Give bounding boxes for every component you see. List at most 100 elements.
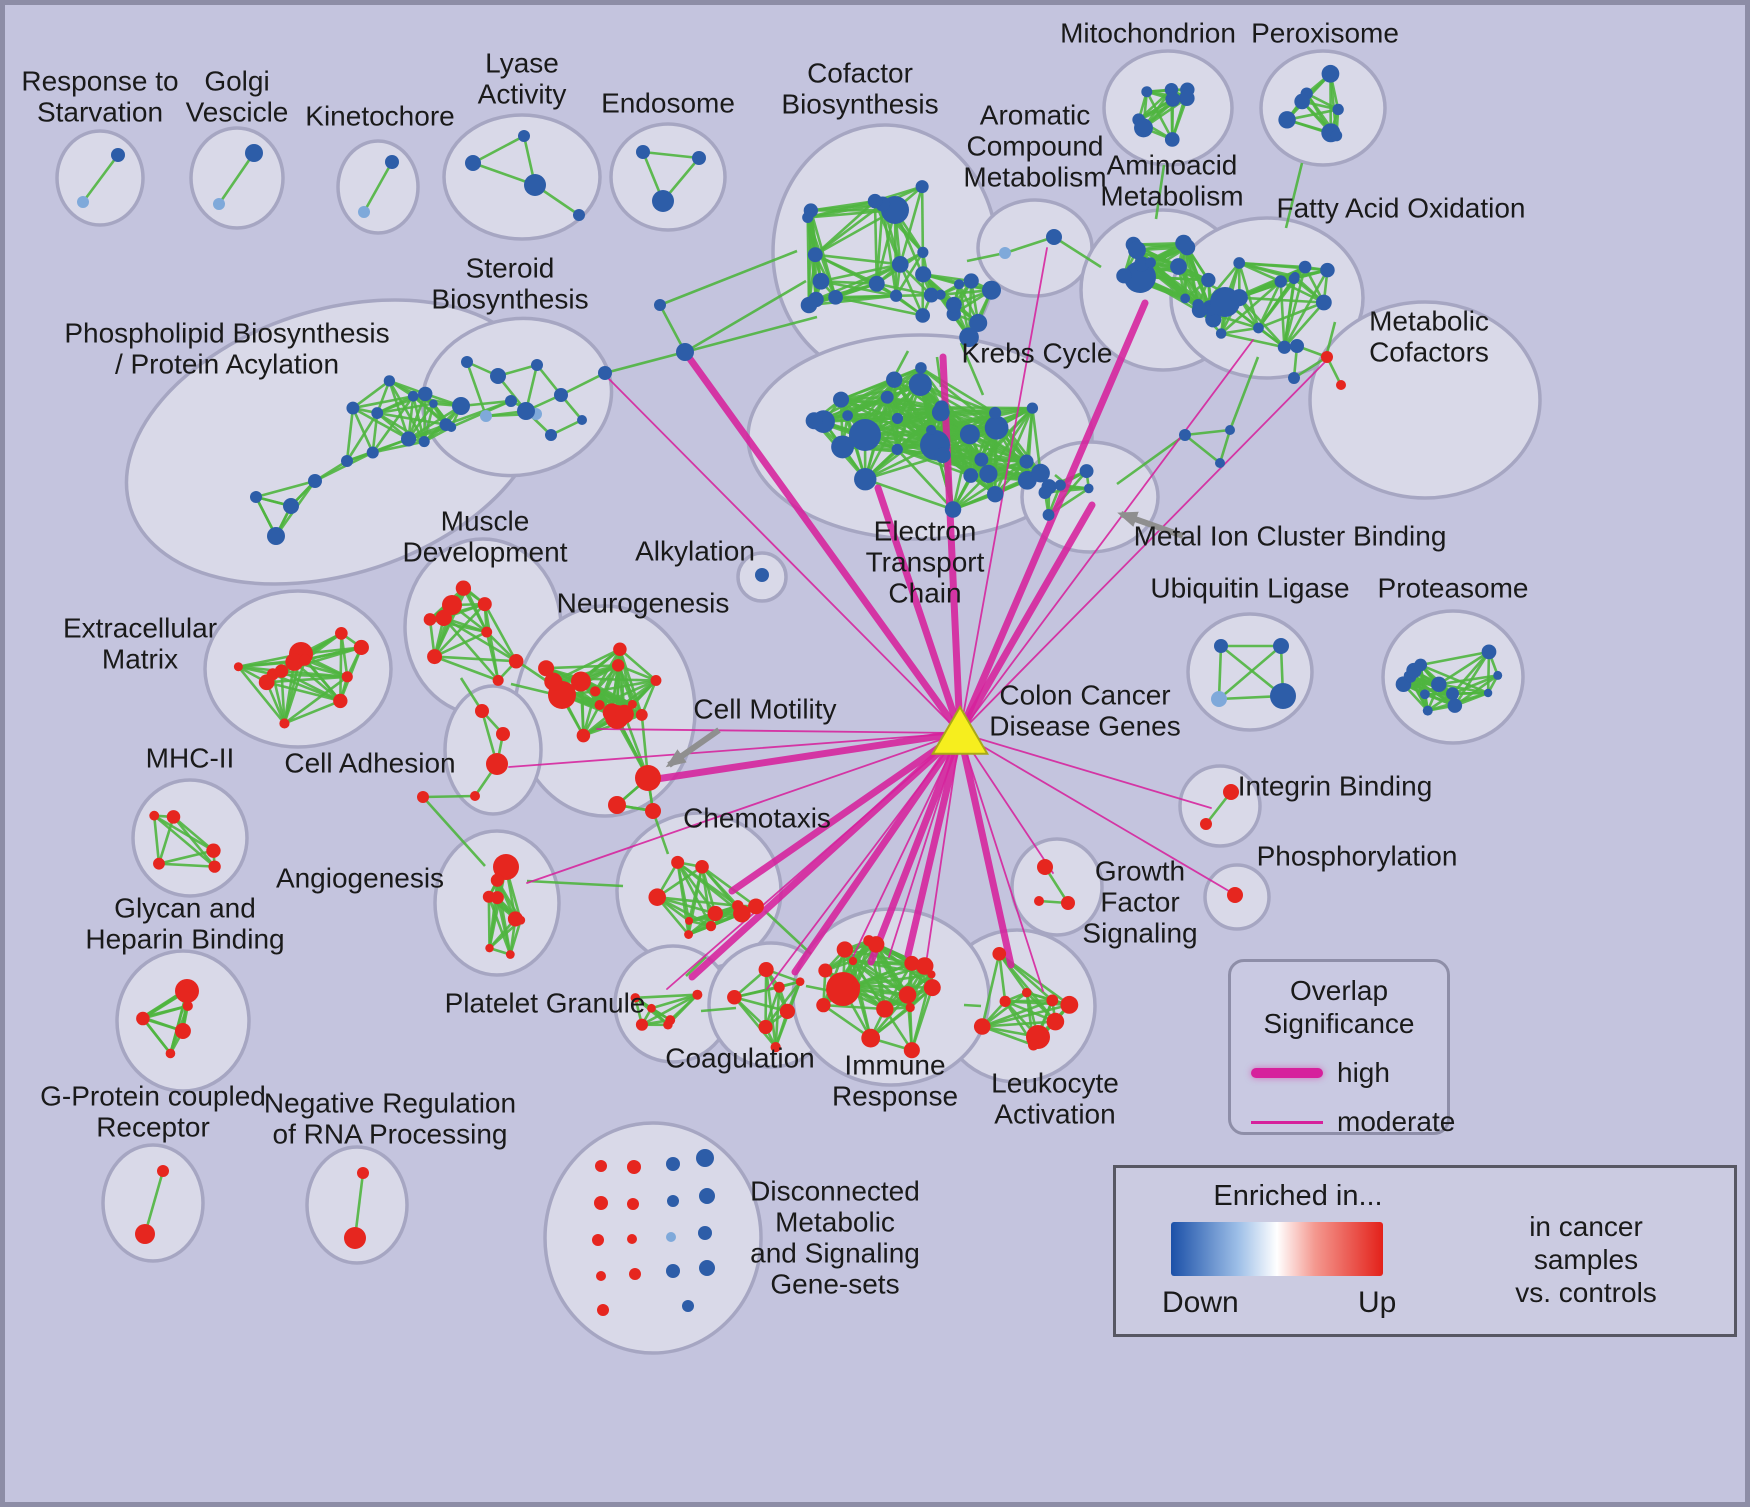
phospholipid-biosynthesis-node	[407, 390, 419, 402]
gene-set-edge	[1283, 278, 1296, 348]
gene-set-edge	[619, 648, 657, 682]
ubiquitin-ligase-node	[1214, 639, 1228, 653]
coagulation-node	[758, 961, 774, 978]
disconnected-gene-sets-label: and Signaling	[750, 1237, 920, 1268]
coagulation-node	[779, 1003, 796, 1019]
peroxisome-ellipse	[1259, 49, 1387, 167]
glycan-heparin-binding-node	[136, 1011, 150, 1026]
gene-set-edge	[898, 186, 924, 265]
pointer-arrow	[665, 727, 721, 768]
ubiquitin-ligase-node	[1270, 683, 1296, 709]
gene-set-edge	[806, 217, 811, 306]
negative-regulation-rna-processing-ellipse	[305, 1145, 409, 1265]
angiogenesis-label: Angiogenesis	[276, 862, 444, 893]
gene-set-edge	[864, 477, 954, 511]
cofactor-biosynthesis-node	[800, 296, 818, 314]
gene-set-edge	[981, 1025, 1034, 1047]
gene-set-edge	[894, 251, 924, 297]
gene-set-edge	[280, 669, 341, 703]
overlap-edge-moderate	[608, 378, 961, 734]
lyase-activity-node	[465, 155, 481, 171]
growth-factor-signaling-label: Factor	[1100, 886, 1179, 917]
fatty-acid-oxidation-node	[1191, 302, 1208, 318]
aminoacid-metabolism-node	[1116, 268, 1132, 284]
leukocyte-activation-label: Activation	[994, 1098, 1115, 1129]
aminoacid-metabolism-node	[1180, 293, 1191, 304]
mitochondrion-node	[1164, 132, 1180, 147]
gene-set-edge	[412, 395, 447, 426]
bridge-edge	[526, 879, 624, 888]
immune-response-node	[861, 1028, 881, 1048]
mitochondrion-node	[1141, 86, 1153, 98]
gene-set-edge	[1257, 301, 1325, 330]
up-label: Up	[1358, 1286, 1397, 1319]
bridge-edge	[684, 279, 807, 354]
proteasome-node	[1446, 687, 1459, 701]
proteasome-node	[1431, 676, 1447, 693]
gene-set-edge	[283, 675, 349, 725]
steroid-biosynthesis-label: Biosynthesis	[431, 283, 588, 314]
gene-set-edge	[487, 896, 491, 949]
lyase-activity-label: Activity	[478, 78, 567, 109]
gene-set-edge	[998, 953, 1028, 994]
metabolic-cofactors-node	[1336, 380, 1346, 390]
disconnected-gene-sets-node	[627, 1234, 637, 1244]
bridge-node	[654, 299, 666, 311]
steroid-biosynthesis-node	[554, 388, 568, 402]
mhc-ii-node	[206, 843, 221, 858]
electron-transport-chain-node	[891, 412, 904, 424]
platelet-granule-node	[635, 1018, 649, 1031]
overlap-edge-moderate	[596, 728, 961, 734]
proteasome-node	[1414, 658, 1428, 672]
golgi-vescicle-node	[213, 198, 225, 210]
neurogenesis-node	[576, 728, 591, 743]
endosome-node	[692, 151, 706, 165]
electron-transport-chain-node	[974, 452, 989, 467]
overlap-edge-high	[956, 729, 1015, 969]
gene-set-edge	[339, 633, 343, 701]
proteasome-node	[1483, 688, 1493, 698]
gene-set-edge	[1218, 645, 1282, 700]
muscle-development-label: Muscle	[441, 505, 530, 536]
immune-response-node	[826, 972, 860, 1006]
negative-regulation-rna-processing-label: Negative Regulation	[264, 1087, 516, 1118]
immune-response-node	[898, 986, 917, 1004]
krebs-cycle-node	[915, 266, 932, 283]
metabolic-cofactors-ellipse	[1308, 300, 1542, 500]
immune-response-label: Immune	[844, 1049, 945, 1080]
coagulation-node	[758, 1019, 773, 1035]
coagulation-node	[773, 981, 785, 993]
krebs-cycle-node	[935, 289, 946, 300]
angiogenesis-node	[493, 854, 519, 880]
neurogenesis-node	[590, 686, 601, 697]
peroxisome-node	[1294, 93, 1310, 110]
high-significance-line	[1251, 1068, 1323, 1078]
bridge-edge	[963, 1003, 982, 1008]
glycan-heparin-binding-node	[183, 983, 193, 993]
fatty-acid-oxidation-label: Fatty Acid Oxidation	[1276, 192, 1525, 223]
steroid-biosynthesis-node	[480, 410, 492, 422]
cofactor-biosynthesis-node	[891, 256, 909, 273]
bridge-node	[1179, 429, 1191, 441]
mitochondrion-node	[1134, 118, 1153, 138]
electron-transport-chain-node	[963, 468, 979, 483]
platelet-granule-node	[692, 989, 703, 1000]
proteasome-node	[1422, 705, 1433, 716]
layer-nodes	[77, 64, 1503, 1316]
leukocyte-activation-node	[999, 995, 1011, 1007]
bridge-edge	[1053, 235, 1102, 269]
electron-transport-chain-node	[891, 443, 903, 456]
hub-label: Colon Cancer	[999, 679, 1170, 710]
gene-set-edge	[266, 675, 348, 684]
disconnected-gene-sets-node	[666, 1264, 680, 1278]
cofactor-biosynthesis-node	[923, 287, 939, 303]
gene-set-edge	[854, 940, 871, 987]
phospholipid-biosynthesis-node	[366, 446, 379, 459]
gene-set-edge	[371, 395, 415, 454]
bridge-edge	[966, 251, 1006, 263]
chemotaxis-node	[707, 905, 723, 922]
gene-set-edge	[81, 154, 120, 203]
comparison-note-line2: samples	[1533, 1244, 1639, 1275]
moderate-significance-line	[1251, 1120, 1323, 1124]
immune-response-node	[927, 970, 936, 979]
